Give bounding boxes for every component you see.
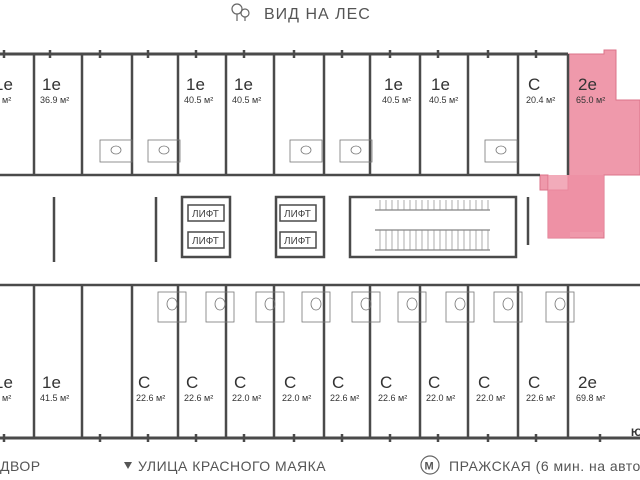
unit-type: С: [528, 373, 540, 392]
unit-area: .5 м²: [0, 95, 11, 105]
unit-area: 22.0 м²: [476, 393, 505, 403]
unit-area: 22.0 м²: [232, 393, 261, 403]
svg-text:М: М: [425, 461, 434, 473]
unit-type: С: [138, 373, 150, 392]
unit-type: 1е: [0, 373, 13, 392]
unit-area: 22.6 м²: [526, 393, 555, 403]
selected-unit-annex: [540, 175, 604, 238]
unit-type: 1е: [431, 75, 450, 94]
unit-type: С: [428, 373, 440, 392]
unit-type: С: [234, 373, 246, 392]
bottom-row-unit[interactable]: С22.6 м²: [378, 373, 407, 403]
lift-label: ЛИФТ: [192, 236, 219, 247]
top-row-unit[interactable]: 1е.5 м²: [0, 75, 13, 105]
bottom-row-unit[interactable]: 1е.3 м²: [0, 373, 13, 403]
bottom-row-unit[interactable]: С22.6 м²: [184, 373, 213, 403]
unit-type: 1е: [42, 75, 61, 94]
unit-area: 36.9 м²: [40, 95, 69, 105]
unit-type: 1е: [234, 75, 253, 94]
unit-area: 69.8 м²: [576, 393, 605, 403]
lift-3: ЛИФТ: [279, 204, 317, 222]
unit-area: 22.6 м²: [378, 393, 407, 403]
outer-walls: [0, 52, 640, 440]
unit-area: .3 м²: [0, 393, 11, 403]
unit-type: С: [186, 373, 198, 392]
top-row-walls: [2, 50, 570, 175]
unit-area: 41.5 м²: [40, 393, 69, 403]
lift-4: ЛИФТ: [279, 231, 317, 249]
lift-label: ЛИФТ: [284, 236, 311, 247]
unit-type: С: [380, 373, 392, 392]
bottom-row-unit[interactable]: С22.6 м²: [330, 373, 359, 403]
unit-type: С: [478, 373, 490, 392]
unit-area: 40.5 м²: [382, 95, 411, 105]
view-label: ВИД НА ЛЕС: [264, 6, 371, 23]
street-label: УЛИЦА КРАСНОГО МАЯКА: [138, 458, 326, 474]
lift-label: ЛИФТ: [192, 209, 219, 220]
bottom-row-walls: [2, 285, 602, 442]
lift-label: ЛИФТ: [284, 209, 311, 220]
unit-type: 1е: [0, 75, 13, 94]
lift-1: ЛИФТ: [187, 204, 225, 222]
unit-type: С: [332, 373, 344, 392]
unit-area: 20.4 м²: [526, 95, 555, 105]
unit-type: 2е: [578, 75, 597, 94]
bottom-row-unit[interactable]: С22.0 м²: [426, 373, 455, 403]
unit-type: 2е: [578, 373, 597, 392]
unit-area: 65.0 м²: [576, 95, 605, 105]
yard-label: ДВОР: [0, 458, 41, 474]
unit-type: 1е: [186, 75, 205, 94]
top-row-unit[interactable]: С20.4 м²: [526, 75, 555, 105]
unit-area: 22.6 м²: [330, 393, 359, 403]
unit-type: С: [284, 373, 296, 392]
unit-area: 22.0 м²: [282, 393, 311, 403]
metro-label: ПРАЖСКАЯ (6 мин. на авто: [449, 458, 640, 474]
bottom-row-unit[interactable]: С22.0 м²: [476, 373, 505, 403]
unit-area: 22.0 м²: [426, 393, 455, 403]
corridor-walls: [0, 173, 640, 287]
bathroom-fixtures: [99, 139, 575, 323]
unit-type: 1е: [42, 373, 61, 392]
lift-2: ЛИФТ: [187, 231, 225, 249]
bottom-row-unit[interactable]: С22.6 м²: [526, 373, 555, 403]
staircase: [375, 209, 490, 251]
tree-icon: [231, 3, 250, 21]
edge-label: Ю: [631, 427, 640, 439]
unit-area: 22.6 м²: [136, 393, 165, 403]
bottom-row-unit[interactable]: С22.0 м²: [232, 373, 261, 403]
unit-area: 40.5 м²: [429, 95, 458, 105]
metro-icon: М: [420, 455, 440, 475]
unit-type: 1е: [384, 75, 403, 94]
unit-area: 22.6 м²: [184, 393, 213, 403]
unit-area: 40.5 м²: [232, 95, 261, 105]
unit-area: 40.5 м²: [184, 95, 213, 105]
bottom-row-unit[interactable]: С22.6 м²: [136, 373, 165, 403]
unit-type: С: [528, 75, 540, 94]
down-arrow-icon: [124, 462, 132, 469]
bottom-row-unit[interactable]: С22.0 м²: [282, 373, 311, 403]
